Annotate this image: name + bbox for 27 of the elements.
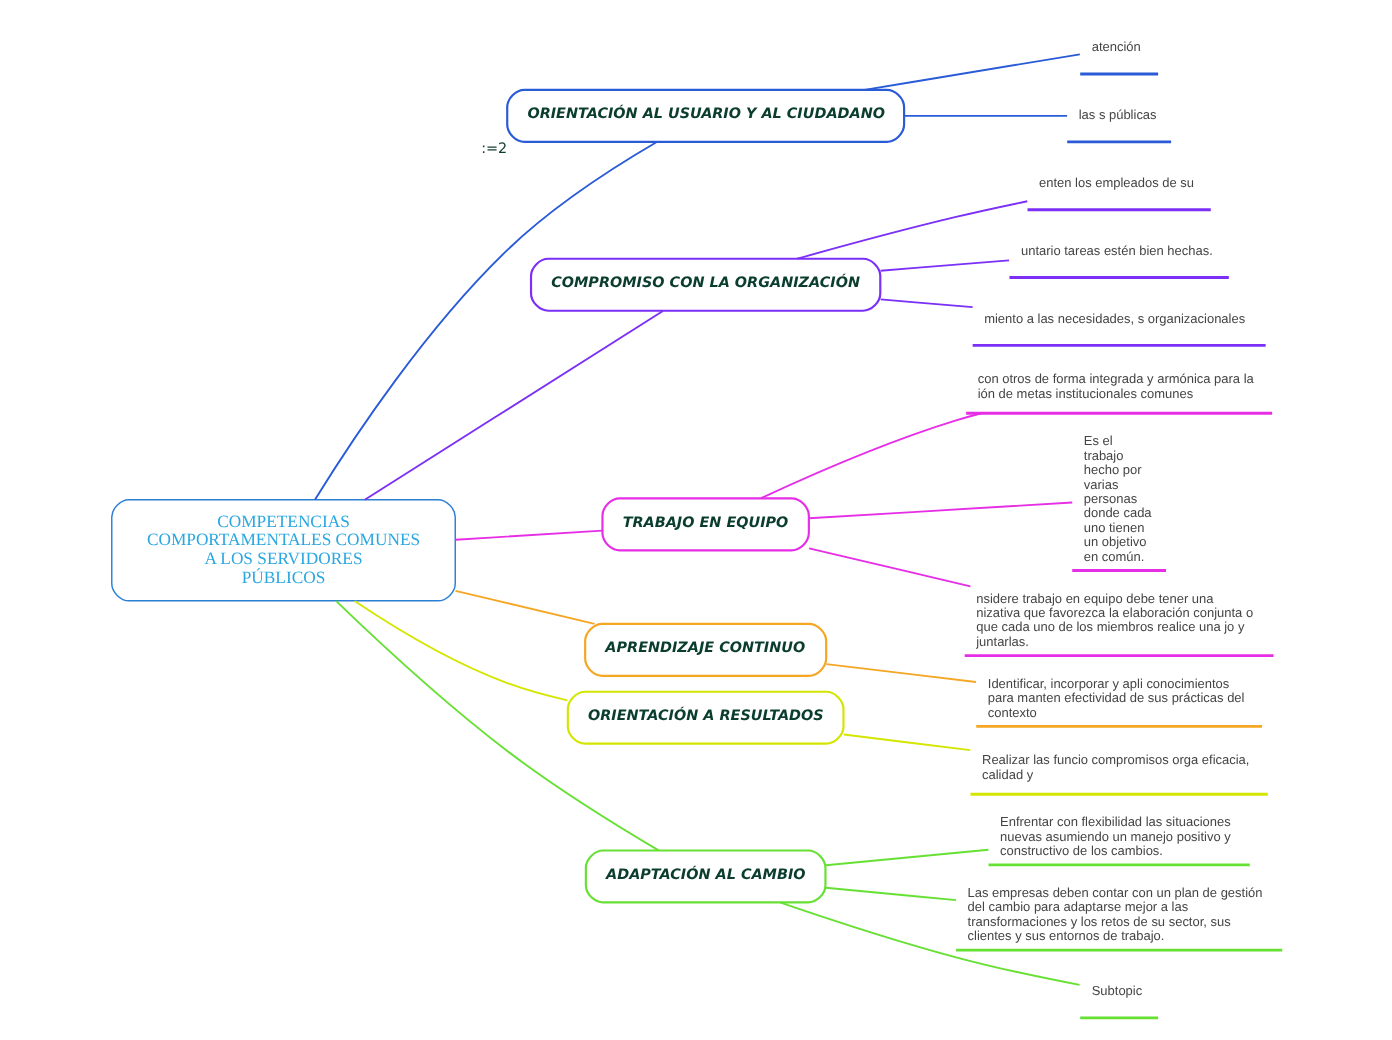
connector — [795, 200, 1028, 260]
connector — [823, 848, 989, 867]
connector — [778, 901, 1080, 986]
connector — [807, 547, 971, 588]
connector — [862, 53, 1080, 91]
connector — [807, 501, 1073, 520]
connector — [334, 600, 659, 852]
node-box: APRENDIZAJE CONTINUO — [583, 622, 827, 677]
connector — [362, 310, 663, 501]
connector — [453, 589, 595, 625]
node-box: COMPETENCIAS COMPORTAMENTALES COMUNES A LOS SERVIDORES PÚBLICOS — [110, 499, 455, 602]
connector — [823, 886, 956, 902]
node-box: ADAPTACIÓN AL CAMBIO — [583, 849, 826, 904]
connector — [878, 259, 1009, 272]
node-box: ORIENTACIÓN A RESULTADOS — [565, 690, 844, 745]
connector — [453, 529, 603, 541]
node-box: ORIENTACIÓN AL USUARIO Y AL CIUDADANO — [505, 88, 905, 143]
connector — [313, 141, 657, 501]
connector — [352, 600, 568, 702]
connector — [824, 663, 976, 683]
connector — [878, 298, 973, 309]
node-box: TRABAJO EN EQUIPO — [600, 497, 809, 552]
connector — [841, 733, 971, 752]
node-box: COMPROMISO CON LA ORGANIZACIÓN — [528, 257, 881, 312]
connector — [902, 114, 1068, 117]
node-label: :=2 — [480, 139, 507, 158]
connector — [758, 412, 982, 500]
